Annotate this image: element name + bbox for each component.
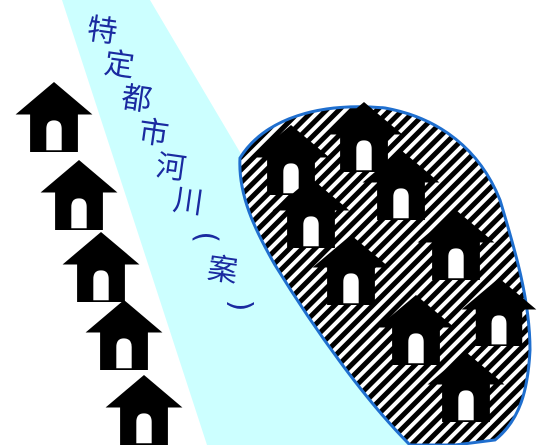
river-label-char: 特 [85,12,120,51]
river-label-char: 案 [205,251,240,290]
house-icon [40,160,118,230]
house-icon [85,300,163,370]
river-label-char: 川 [171,183,206,222]
river-label-char: ) [223,300,258,312]
house-icon [62,232,140,302]
river-label-char: 河 [154,148,189,187]
river-label-char: 都 [119,80,154,119]
house-icon [105,375,183,445]
river-label-char: 市 [136,114,171,153]
river-label-char: ( [189,231,224,243]
river-label-char: 定 [102,46,137,85]
house-icon [15,82,93,152]
